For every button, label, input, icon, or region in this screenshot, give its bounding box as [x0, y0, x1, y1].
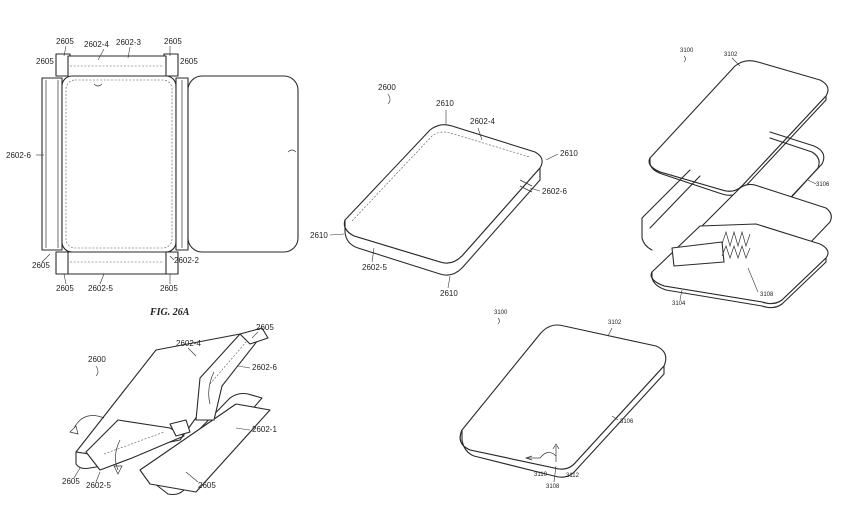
stand-strip-bottom	[85, 419, 185, 471]
label-2605-j: 2605	[198, 481, 216, 490]
label-2610-b: 2610	[560, 149, 578, 158]
label-3112: 3112	[566, 473, 580, 479]
spring-contact-icon	[721, 230, 751, 248]
label-2605-b: 2605	[164, 37, 182, 46]
flex-connector	[671, 241, 725, 267]
label-2602-5-b: 2602-5	[362, 263, 387, 272]
label-2605-f: 2605	[56, 284, 74, 293]
label-2602-5-c: 2602-5	[86, 481, 111, 490]
label-2605-c: 2605	[36, 57, 54, 66]
label-2602-4-b: 2602-4	[470, 117, 495, 126]
figure-caption: FIG. 26A	[149, 307, 190, 318]
label-2605-e: 2605	[32, 261, 50, 270]
closed-case-iso	[343, 124, 543, 276]
label-3102-b: 3102	[608, 320, 622, 326]
label-3106-b: 3106	[620, 419, 634, 425]
label-2610-c: 2610	[310, 231, 328, 240]
bottom-strip	[67, 251, 167, 275]
label-3102-a: 3102	[724, 52, 738, 58]
closed-case-side	[343, 167, 541, 276]
label-2610-d: 2610	[440, 289, 458, 298]
label-3106-a: 3106	[816, 182, 830, 188]
label-2605-a: 2605	[56, 37, 74, 46]
label-2602-5-a: 2602-5	[88, 284, 113, 293]
label-2605-i: 2605	[62, 477, 80, 486]
label-2602-6-a: 2602-6	[6, 151, 31, 160]
label-2602-3: 2602-3	[116, 38, 141, 47]
label-2605-h: 2605	[256, 323, 274, 332]
fig-26a-labels: 2605 2602-4 2602-3 2605 2605 2605 2602-6…	[6, 37, 199, 318]
rotate-arrow-icon	[73, 415, 105, 429]
label-2600-b: 2600	[88, 355, 106, 364]
assembled-device	[459, 324, 667, 478]
label-2602-4-c: 2602-4	[176, 339, 201, 348]
label-2605-g: 2605	[160, 284, 178, 293]
label-2602-6-c: 2602-6	[252, 363, 277, 372]
open-folding-case	[69, 327, 271, 496]
label-2610-a: 2610	[436, 99, 454, 108]
front-cover-panel	[187, 75, 299, 253]
label-3104: 3104	[672, 301, 686, 307]
label-3100-a: 3100	[680, 48, 694, 54]
device-side-band	[459, 365, 665, 478]
exploded-device-view	[641, 60, 832, 309]
label-3108-a: 3108	[760, 292, 774, 298]
label-2602-1: 2602-1	[252, 425, 277, 434]
exploded-view-labels: 3100 3102 3106 3104 3108	[672, 48, 830, 307]
label-3108-b: 3108	[546, 484, 560, 490]
label-2605-d: 2605	[180, 57, 198, 66]
fig-26a-unfolded-case	[41, 53, 299, 275]
top-strip	[67, 55, 167, 79]
assembled-device-labels: 3100 3102 3106 3110 3112 3108	[494, 310, 634, 490]
label-2602-2: 2602-2	[174, 256, 199, 265]
left-spine-strip	[41, 77, 63, 251]
label-2602-4-a: 2602-4	[84, 40, 109, 49]
closed-case-labels: 2600 2610 2602-4 2610 2602-6 2610 2602-5…	[310, 83, 578, 298]
label-3100-b: 3100	[494, 310, 508, 316]
label-2600-a: 2600	[378, 83, 396, 92]
label-2602-6-b: 2602-6	[542, 187, 567, 196]
label-3110: 3110	[534, 472, 548, 478]
open-case-labels: 2600 2602-4 2605 2602-6 2602-1 2605 2602…	[62, 323, 277, 490]
back-panel	[61, 75, 177, 253]
